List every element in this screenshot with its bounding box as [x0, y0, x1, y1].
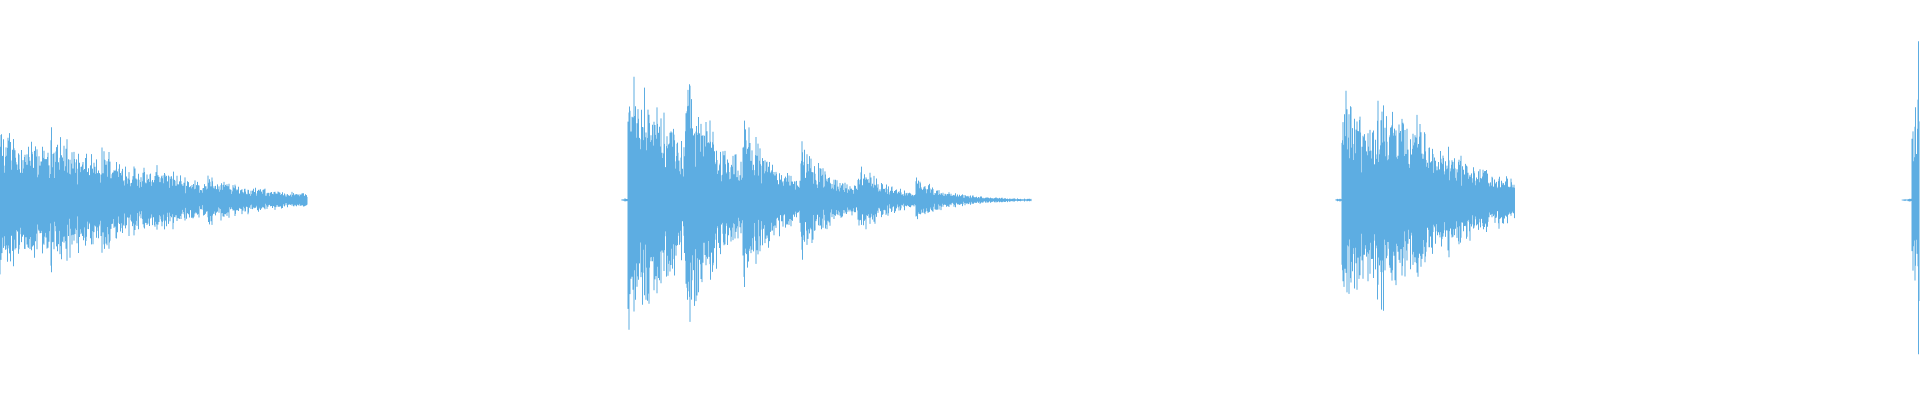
- waveform-trace: [621, 76, 1032, 330]
- waveform-burst: [621, 76, 1032, 330]
- waveform-burst: [0, 127, 308, 275]
- waveform-burst: [1335, 90, 1515, 311]
- waveform-trace: [0, 127, 308, 275]
- waveform-burst: [1901, 41, 1920, 355]
- waveform-trace: [1335, 90, 1515, 311]
- waveform-trace: [1901, 41, 1920, 355]
